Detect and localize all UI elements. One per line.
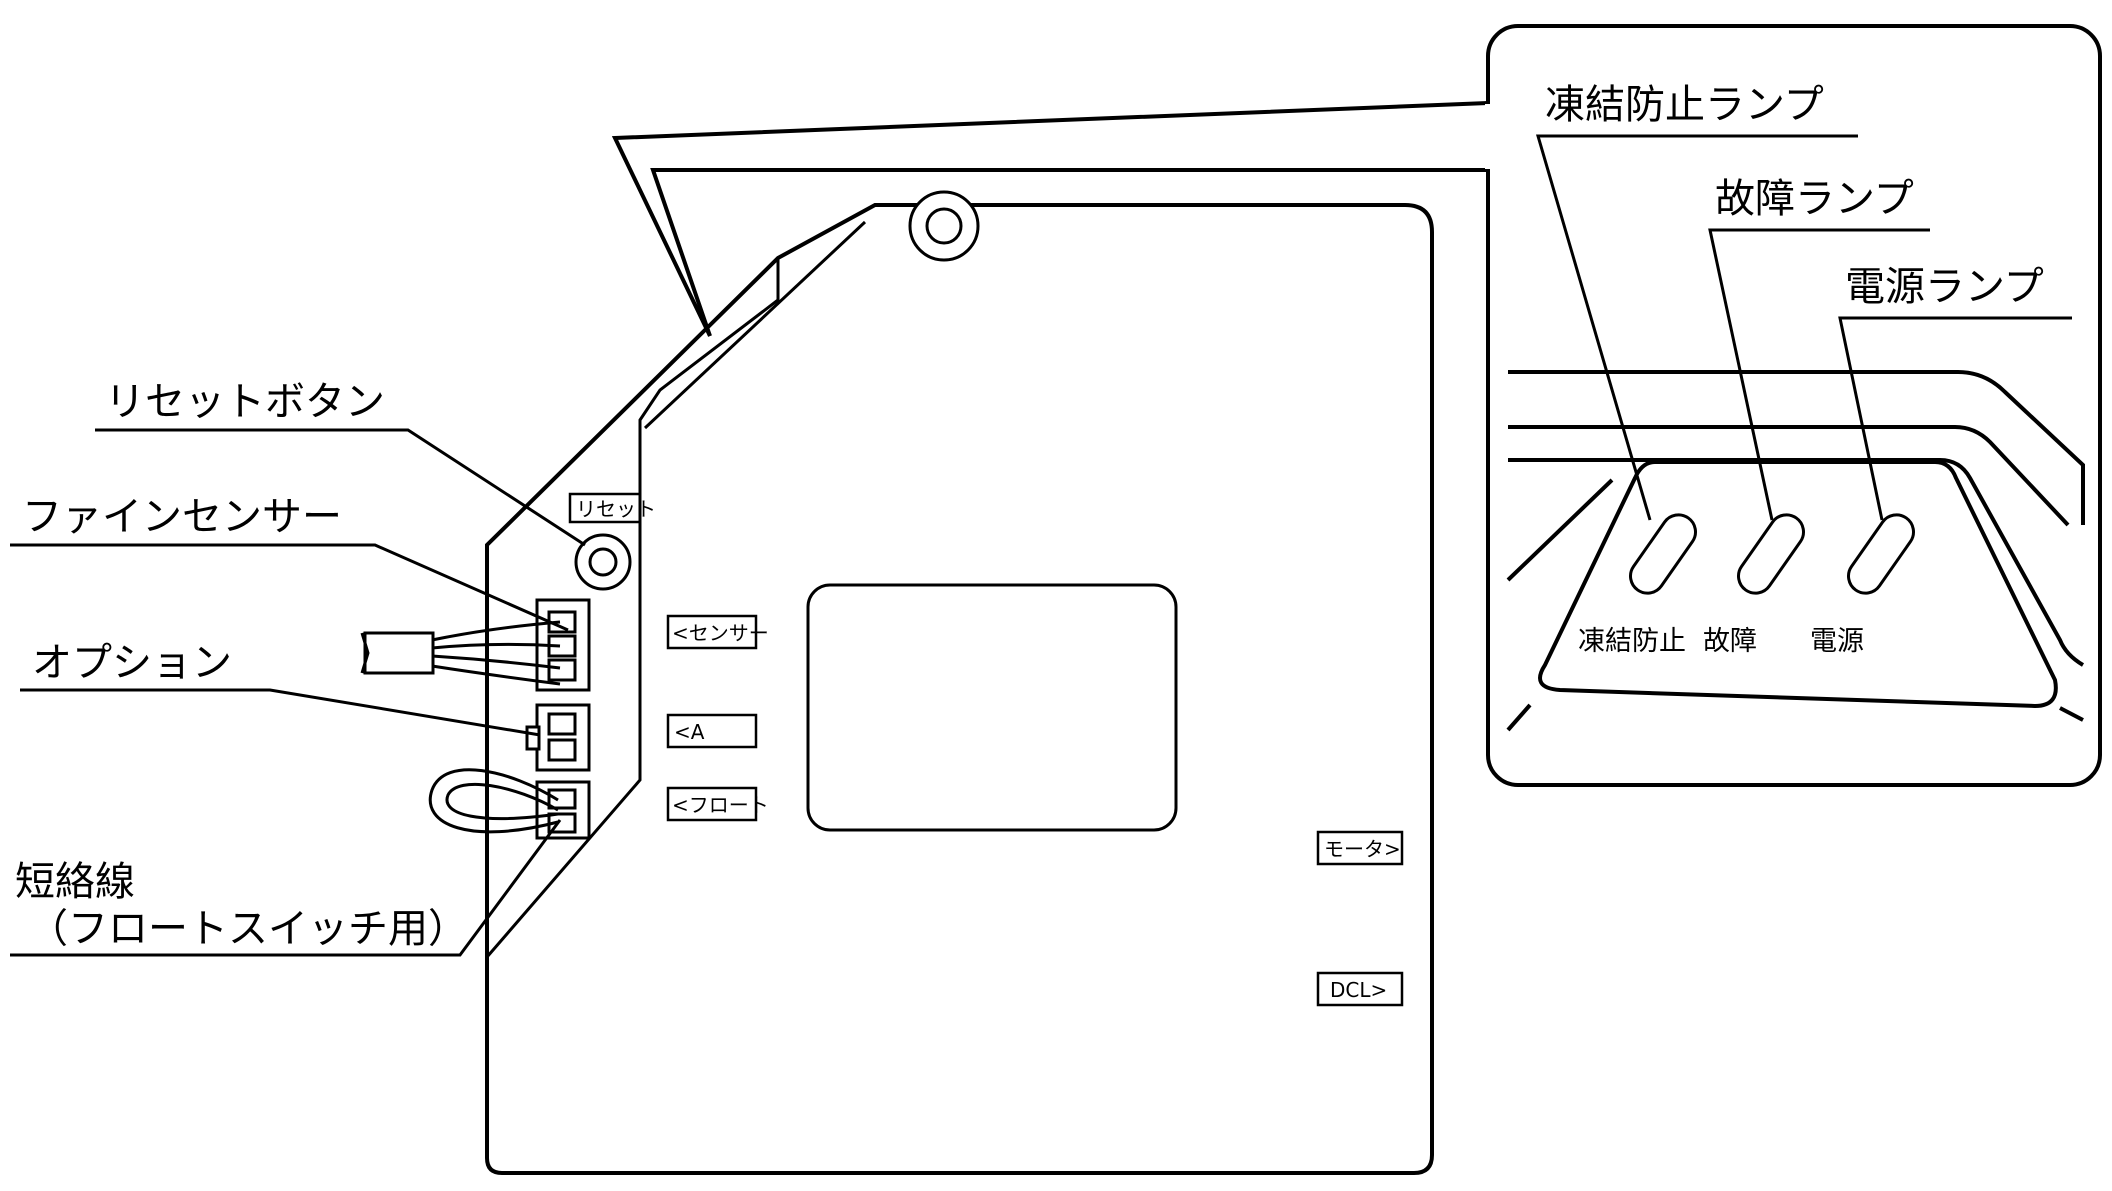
power-lamp — [1847, 513, 1915, 595]
short-wire-callout-line1: 短絡線 — [15, 859, 135, 905]
dcl-marking: DCL> — [1330, 978, 1387, 1002]
fault-lamp-label: 故障 — [1703, 626, 1757, 657]
short-wire-callout-line2: （フロートスイッチ用） — [28, 906, 468, 952]
reset-button-callout: リセットボタン — [105, 379, 385, 425]
lamp-window — [1538, 460, 2058, 709]
float-marking: <フロート — [672, 793, 769, 817]
control-board — [485, 190, 1434, 1175]
motor-marking: モータ> — [1324, 837, 1401, 861]
float-connector — [535, 780, 591, 840]
fault-lamp — [1737, 513, 1805, 595]
power-lamp-label: 電源 — [1810, 626, 1864, 657]
a-marking: <A — [674, 720, 705, 744]
board-bevel-line — [485, 258, 780, 958]
reset-marking: リセット — [576, 497, 656, 521]
sensor-marking: <センサー — [672, 621, 769, 645]
sensor-cable — [360, 620, 561, 686]
option-connector — [525, 703, 591, 772]
lamp-panel-callout: 凍結防止 故障 電源 凍結防止ランプ 故障ランプ 電源ランプ — [1485, 24, 2102, 787]
fine-sensor-callout: ファインセンサー — [22, 494, 342, 540]
board-bevel-line — [643, 220, 867, 430]
lamp-panel-frame — [1486, 24, 2102, 787]
power-lamp-callout: 電源ランプ — [1845, 264, 2044, 310]
display-window — [806, 583, 1178, 832]
reset-button[interactable] — [574, 533, 632, 591]
freeze-lamp — [1629, 513, 1697, 595]
board-markings: リセット <センサー <A <フロート モータ> DCL> — [568, 492, 1404, 1007]
freeze-lamp-label: 凍結防止 — [1578, 626, 1686, 657]
option-callout: オプション — [32, 640, 232, 686]
board-outline — [485, 203, 1434, 1175]
leader-lines-left — [10, 428, 586, 957]
mounting-hole — [908, 190, 980, 262]
short-wire-loop — [428, 768, 559, 834]
zoom-pointer — [611, 101, 1489, 337]
mounting-hole-inner — [925, 207, 963, 245]
fault-lamp-callout: 故障ランプ — [1715, 176, 1914, 222]
freeze-lamp-callout: 凍結防止ランプ — [1545, 82, 1824, 128]
